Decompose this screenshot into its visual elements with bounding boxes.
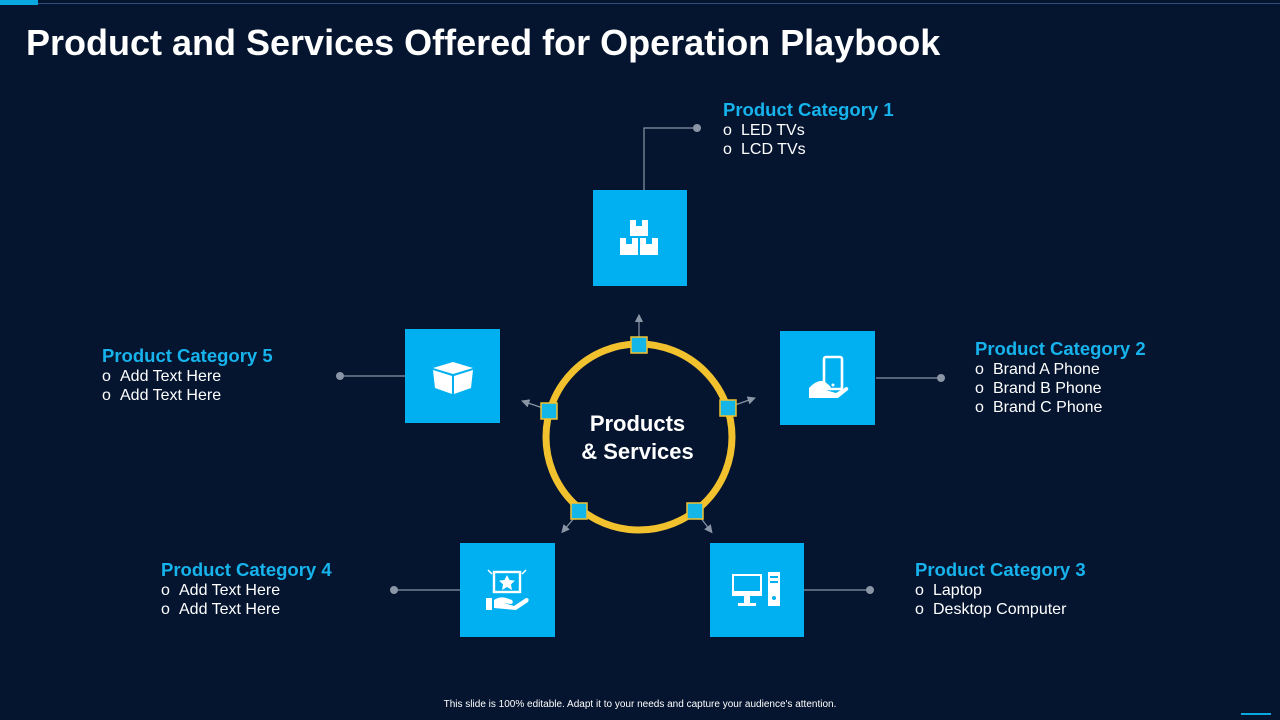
footer-note: This slide is 100% editable. Adapt it to… bbox=[443, 699, 837, 710]
item-text: Brand C Phone bbox=[993, 399, 1103, 416]
category-5-title: Product Category 5 bbox=[102, 345, 273, 366]
bullet: o bbox=[975, 399, 984, 416]
bullet: o bbox=[975, 380, 984, 397]
ring-node-right bbox=[719, 399, 737, 417]
hub-label: Products & Services bbox=[555, 410, 720, 466]
list-item: o LED TVs bbox=[723, 121, 894, 140]
category-1-tile bbox=[593, 190, 687, 286]
list-item: o Desktop Computer bbox=[915, 600, 1086, 619]
category-3-title: Product Category 3 bbox=[915, 559, 1086, 580]
item-text: Brand B Phone bbox=[993, 380, 1102, 397]
item-text: LCD TVs bbox=[741, 141, 806, 158]
connector-dot-category-2 bbox=[937, 374, 945, 382]
arrow-to-category-2 bbox=[734, 396, 756, 406]
item-text: Brand A Phone bbox=[993, 361, 1100, 378]
bullet: o bbox=[915, 582, 924, 599]
top-border-line bbox=[0, 3, 1280, 4]
open-box-icon bbox=[432, 362, 473, 394]
bullet: o bbox=[102, 368, 111, 385]
connector-dot-category-5 bbox=[336, 372, 344, 380]
bullet: o bbox=[723, 122, 732, 139]
bullet: o bbox=[161, 582, 170, 599]
desktop-computer-icon bbox=[732, 572, 780, 606]
connector-category-1 bbox=[643, 127, 697, 190]
top-accent-bar bbox=[0, 0, 38, 5]
list-item: o Brand C Phone bbox=[975, 398, 1146, 417]
item-text: Add Text Here bbox=[120, 387, 222, 404]
item-text: Desktop Computer bbox=[933, 601, 1067, 618]
category-2-tile bbox=[780, 331, 875, 425]
list-item: o Brand A Phone bbox=[975, 360, 1146, 379]
slide-title: Product and Services Offered for Operati… bbox=[26, 22, 941, 63]
list-item: o Add Text Here bbox=[161, 600, 332, 619]
hand-holding-phone-icon bbox=[808, 355, 848, 398]
item-text: Add Text Here bbox=[179, 582, 281, 599]
item-text: LED TVs bbox=[741, 122, 805, 139]
category-1-title: Product Category 1 bbox=[723, 99, 894, 120]
list-item: o Brand B Phone bbox=[975, 379, 1146, 398]
connector-dot-category-4 bbox=[390, 586, 398, 594]
bottom-accent-bar bbox=[1241, 713, 1271, 715]
boxes-icon bbox=[620, 220, 658, 255]
bullet: o bbox=[102, 387, 111, 404]
category-4-tile bbox=[460, 543, 555, 637]
item-text: Add Text Here bbox=[120, 368, 222, 385]
bullet: o bbox=[161, 601, 170, 618]
category-3-tile bbox=[710, 543, 804, 637]
bullet: o bbox=[915, 601, 924, 618]
list-item: o Laptop bbox=[915, 581, 1086, 600]
connector-dot-category-1 bbox=[693, 124, 701, 132]
connector-dot-category-3 bbox=[866, 586, 874, 594]
item-text: Add Text Here bbox=[179, 601, 281, 618]
category-5-tile bbox=[405, 329, 500, 423]
list-item: o LCD TVs bbox=[723, 140, 894, 159]
hub-label-line-1: Products bbox=[589, 411, 686, 436]
ring-node-left bbox=[540, 402, 558, 420]
arrow-to-category-5 bbox=[521, 399, 544, 409]
list-item: o Add Text Here bbox=[102, 386, 273, 405]
ring-node-bottom-left bbox=[570, 502, 588, 520]
category-4-title: Product Category 4 bbox=[161, 559, 332, 580]
category-2-title: Product Category 2 bbox=[975, 338, 1146, 359]
bullet: o bbox=[723, 141, 732, 158]
item-text: Laptop bbox=[933, 582, 982, 599]
hand-star-product-icon bbox=[485, 569, 529, 610]
ring-node-bottom-right bbox=[686, 502, 704, 520]
ring-node-top bbox=[630, 336, 648, 354]
list-item: o Add Text Here bbox=[161, 581, 332, 600]
hub-label-line-2: & Services bbox=[581, 439, 694, 464]
list-item: o Add Text Here bbox=[102, 367, 273, 386]
bullet: o bbox=[975, 361, 984, 378]
